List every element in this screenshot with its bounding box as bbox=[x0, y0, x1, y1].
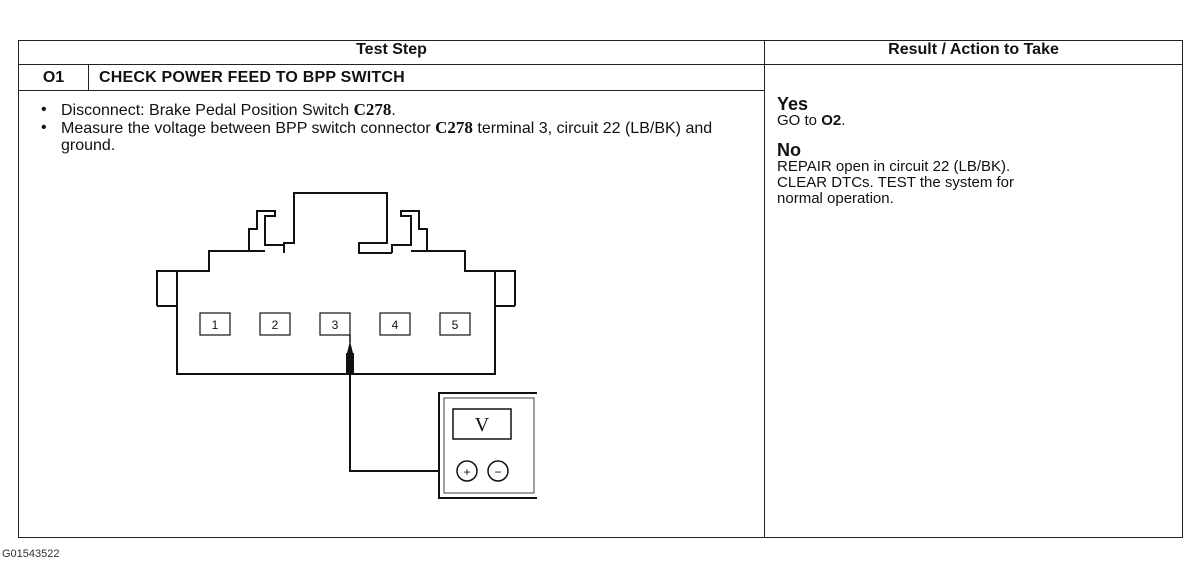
terminal-label: 1 bbox=[212, 318, 219, 332]
meter-symbol: V bbox=[475, 414, 490, 436]
connector-latch bbox=[283, 192, 392, 254]
terminal-3 bbox=[319, 312, 351, 336]
header-test-step: Test Step bbox=[17, 40, 766, 65]
connector-ref: C278 bbox=[435, 118, 473, 137]
positive-lead bbox=[349, 373, 460, 472]
result-yes-text: GO to O2. bbox=[777, 112, 846, 129]
result-yes-target: O2 bbox=[821, 112, 842, 129]
header-result-action: Result / Action to Take bbox=[764, 40, 1184, 65]
terminal-4 bbox=[379, 312, 411, 336]
terminal-label: 5 bbox=[452, 318, 459, 332]
step-content: •Disconnect: Brake Pedal Position Switch… bbox=[17, 90, 766, 538]
result-yes-label: Yes bbox=[777, 94, 809, 114]
probe-icon bbox=[346, 335, 354, 373]
voltmeter-icon: V + − bbox=[438, 392, 537, 499]
result-no-text: REPAIR open in circuit 22 (LB/BK). CLEAR… bbox=[777, 158, 1015, 207]
terminal-label: 3 bbox=[332, 318, 339, 332]
voltage-test-diagram: 1 2 3 4 5 bbox=[156, 192, 537, 499]
connector-body bbox=[176, 306, 496, 375]
step-title: CHECK POWER FEED TO BPP SWITCH bbox=[87, 64, 766, 91]
meter-negative: − bbox=[494, 465, 501, 479]
connector-ref: C278 bbox=[353, 100, 392, 119]
terminal-2 bbox=[259, 312, 291, 336]
terminal-5 bbox=[439, 312, 471, 336]
terminal-1 bbox=[199, 312, 231, 336]
meter-positive: + bbox=[463, 465, 470, 479]
figure-code: G01543522 bbox=[2, 548, 60, 560]
connector-outline bbox=[156, 210, 285, 306]
test-step-table: Test Step Result / Action to Take O1 CHE… bbox=[17, 40, 1184, 538]
result-no-label: No bbox=[777, 140, 802, 160]
instruction-list: •Disconnect: Brake Pedal Position Switch… bbox=[19, 91, 764, 154]
result-cell: Yes GO to O2. No REPAIR open in circuit … bbox=[764, 64, 1184, 538]
instruction-item: •Measure the voltage between BPP switch … bbox=[41, 118, 713, 154]
instruction-item: •Disconnect: Brake Pedal Position Switch… bbox=[41, 100, 396, 119]
terminal-label: 4 bbox=[392, 318, 399, 332]
step-id: O1 bbox=[18, 64, 89, 91]
terminal-label: 2 bbox=[272, 318, 279, 332]
